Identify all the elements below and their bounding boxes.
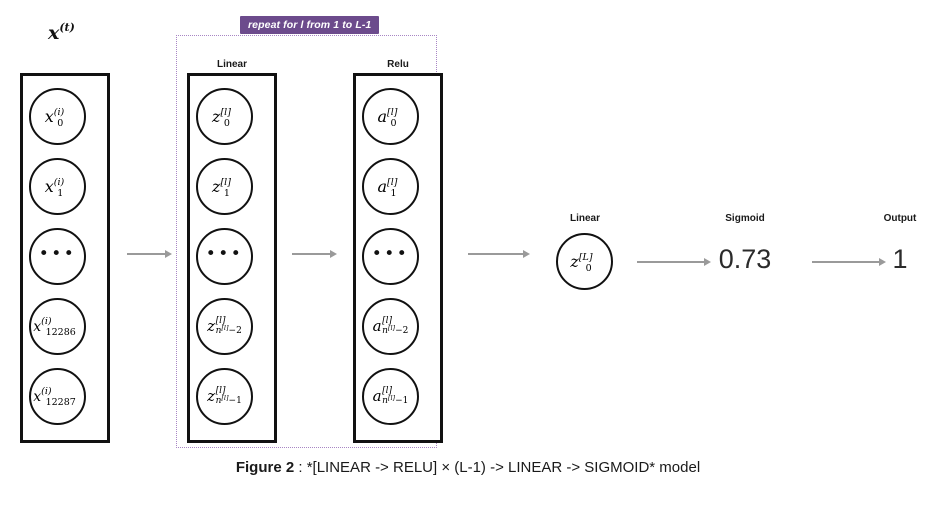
node-input-12286-label: x(i)12286 (33, 315, 76, 338)
node-linear-n-minus-2: z[l]n[l]−2 (196, 298, 253, 355)
repeat-badge: repeat for l from 1 to L-1 (240, 16, 380, 34)
node-relu-n-minus-2: a[l]n[l]−2 (362, 298, 419, 355)
node-relu-n-minus-2-label: a[l]n[l]−2 (372, 316, 409, 336)
node-input-12286: x(i)12286 (29, 298, 86, 355)
node-input-12287-label: x(i)12287 (33, 385, 76, 408)
output-label: Output (883, 213, 917, 224)
linear-layer-label: Linear (216, 59, 247, 70)
node-input-0-label: x(i)0 (44, 106, 65, 129)
sigmoid-value: 0.73 (718, 244, 772, 274)
final-linear-label: Linear (569, 213, 600, 224)
ellipsis-icon: ••• (38, 243, 77, 264)
ellipsis-icon: ••• (371, 243, 410, 264)
node-linear-0: z[l]0 (196, 88, 253, 145)
node-input-1-label: x(i)1 (44, 176, 65, 199)
input-layer-title: x(t) (48, 21, 75, 44)
node-input-0: x(i)0 (29, 88, 86, 145)
node-final-linear: z[L]0 (556, 233, 613, 290)
node-relu-1-label: a[l]1 (377, 176, 398, 199)
node-input-ellipsis: ••• (29, 228, 86, 285)
node-linear-1-label: z[l]1 (212, 176, 231, 199)
arrow-sigmoid-to-output (812, 257, 886, 267)
node-linear-n-minus-1-label: z[l]n[l]−1 (207, 386, 242, 406)
node-input-1: x(i)1 (29, 158, 86, 215)
sigmoid-label: Sigmoid (725, 213, 765, 224)
node-relu-0-label: a[l]0 (377, 106, 398, 129)
arrow-input-to-linear (127, 249, 172, 259)
input-title-sup: (t) (59, 21, 75, 34)
node-relu-n-minus-1: a[l]n[l]−1 (362, 368, 419, 425)
node-relu-0: a[l]0 (362, 88, 419, 145)
node-linear-1: z[l]1 (196, 158, 253, 215)
arrow-relu-to-final-linear (468, 249, 530, 259)
node-relu-n-minus-1-label: a[l]n[l]−1 (372, 386, 409, 406)
node-linear-n-minus-2-label: z[l]n[l]−2 (207, 316, 242, 336)
figure-caption: Figure 2 : *[LINEAR -> RELU] × (L-1) -> … (0, 459, 936, 476)
arrow-linear-to-sigmoid (637, 257, 711, 267)
ellipsis-icon: ••• (205, 243, 244, 264)
output-value: 1 (892, 244, 908, 274)
node-input-12287: x(i)12287 (29, 368, 86, 425)
node-linear-0-label: z[l]0 (212, 106, 231, 129)
input-title-base: x (48, 22, 60, 44)
node-relu-ellipsis: ••• (362, 228, 419, 285)
relu-layer-label: Relu (387, 59, 409, 70)
node-relu-1: a[l]1 (362, 158, 419, 215)
arrow-linear-to-relu (292, 249, 337, 259)
node-linear-n-minus-1: z[l]n[l]−1 (196, 368, 253, 425)
caption-text: : *[LINEAR -> RELU] × (L-1) -> LINEAR ->… (294, 459, 701, 476)
node-final-linear-label: z[L]0 (570, 251, 593, 274)
node-linear-ellipsis: ••• (196, 228, 253, 285)
caption-figure-number: Figure 2 (235, 459, 295, 476)
